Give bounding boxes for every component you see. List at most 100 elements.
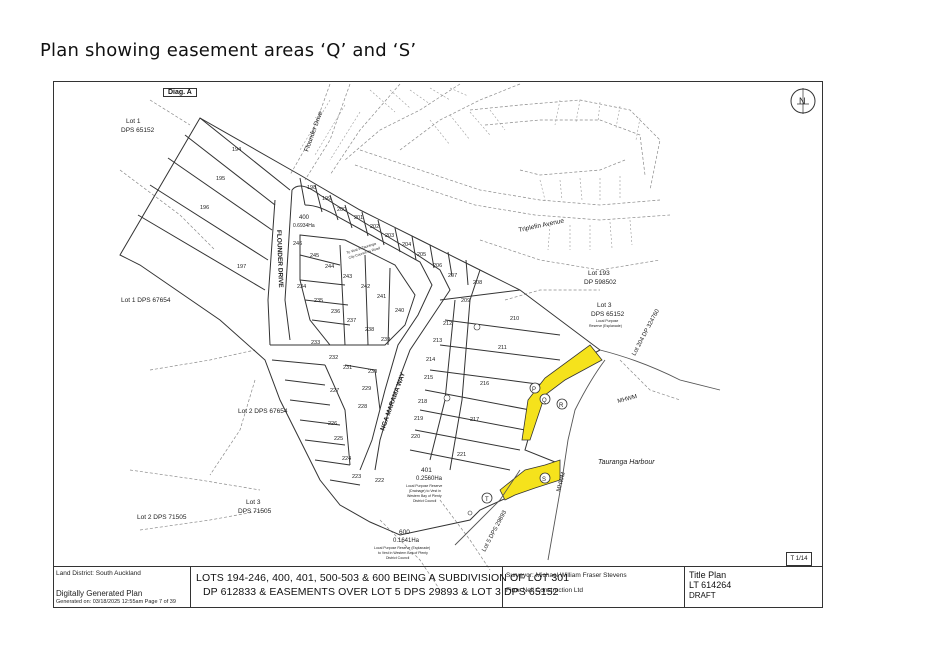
easement-markers — [481, 382, 568, 504]
lot-223: 223 — [352, 474, 361, 480]
plan-frame — [53, 81, 823, 608]
title-block: Land District: South Auckland Digitally … — [53, 566, 823, 608]
flounder-drive-top-label: Flounder Drive — [303, 110, 324, 153]
north-arrow — [790, 88, 816, 114]
flounder-drive-label: FLOUNDER DRIVE — [275, 230, 284, 289]
lot-209: 209 — [461, 298, 470, 304]
lot-225: 225 — [334, 436, 343, 442]
mhwm-label-1: MHWM — [617, 394, 638, 405]
lot3-dps65152-label-2: DPS 65152 — [591, 311, 625, 318]
lot600-label-1: 600 — [399, 529, 410, 536]
lot-197: 197 — [237, 264, 246, 270]
lot-218: 218 — [418, 399, 427, 405]
surveyor-cell: Surveyor: Michael William Fraser Stevens… — [503, 567, 685, 608]
lot-198: 198 — [307, 185, 316, 191]
surveyor: Surveyor: Michael William Fraser Stevens — [506, 572, 627, 579]
lot400-label-1: 400 — [299, 215, 310, 221]
lot401-note-2: (Drainage) to Vest in — [409, 489, 441, 493]
lot-229: 229 — [362, 386, 371, 392]
diagram-label: Diag. A — [163, 88, 197, 97]
mhwm-label-2: MHWM — [556, 472, 567, 493]
marker-t: T — [485, 497, 489, 503]
lot-238: 238 — [365, 327, 374, 333]
lot193-label-2: DP 598502 — [584, 279, 617, 286]
lot-219: 219 — [414, 416, 423, 422]
lot-236: 236 — [331, 309, 340, 315]
lot-231: 231 — [343, 365, 352, 371]
sheet-reference: T 1/14 — [786, 552, 812, 566]
lot600-label-2: 0.1641Ha — [393, 538, 420, 544]
lot-202: 202 — [370, 224, 379, 230]
plan-status: DRAFT — [689, 591, 716, 600]
lot-205: 205 — [417, 252, 426, 258]
lot-207: 207 — [448, 273, 457, 279]
lot-240: 240 — [395, 308, 404, 314]
lot-224: 224 — [342, 456, 351, 462]
boundary-marks — [443, 323, 481, 516]
lot401-label-2: 0.2560Ha — [416, 476, 443, 482]
plan-number-cell: Title Plan LT 614264 DRAFT — [685, 567, 823, 608]
lot-228: 228 — [358, 404, 367, 410]
lot-239: 239 — [381, 337, 390, 343]
lot3-dps71505-label-2: DPS 71505 — [238, 508, 272, 515]
page-heading: Plan showing easement areas ‘Q’ and ‘S’ — [40, 40, 417, 61]
nga-marama-way-label: NGA MARAMA WAY — [379, 371, 407, 432]
lot3-note-1: Local Purpose — [596, 319, 618, 323]
lot-246: 246 — [293, 241, 302, 247]
firm: Firm: Neil Construction Ltd — [506, 587, 583, 594]
lot5-label: Lot 5 DPS 29893 — [481, 509, 508, 553]
generated-title: Digitally Generated Plan — [56, 589, 143, 598]
lot-241: 241 — [377, 294, 386, 300]
lot-217: 217 — [470, 417, 479, 423]
plan-title-cell: LOTS 194-246, 400, 401, 500-503 & 600 BE… — [191, 567, 569, 608]
lot-235: 235 — [314, 298, 323, 304]
lot-226: 226 — [328, 421, 337, 427]
lot-208: 208 — [473, 280, 482, 286]
lot-200: 200 — [337, 207, 346, 213]
lot-211: 211 — [498, 345, 507, 351]
lot-196: 196 — [200, 205, 209, 211]
lot1-dps65152-label-1: Lot 1 — [126, 118, 141, 125]
lot-194: 194 — [232, 147, 241, 153]
lot-244: 244 — [325, 264, 334, 270]
lot-213: 213 — [433, 338, 442, 344]
lot-233: 233 — [311, 340, 320, 346]
lot401-note-3: Western Bay of Plenty — [407, 494, 442, 498]
marker-q: Q — [542, 398, 547, 404]
plan-title-line-2: DP 612833 & EASEMENTS OVER LOT 5 DPS 298… — [203, 586, 559, 598]
lot2-dps67654-label: Lot 2 DPS 67654 — [238, 408, 288, 415]
lot-201: 201 — [354, 215, 363, 221]
easement-area-s — [499, 459, 561, 501]
lot401-note-1: Local Purpose Reserve — [406, 484, 442, 488]
lot-206: 206 — [433, 263, 442, 269]
marker-p: P — [532, 387, 536, 393]
tauranga-harbour-label: Tauranga Harbour — [598, 459, 655, 466]
triplefin-avenue-label: Triplefin Avenue — [518, 217, 565, 234]
lot-numbers: 194 195 196 197 198 199 200 201 202 203 … — [200, 147, 519, 484]
lot-222: 222 — [375, 478, 384, 484]
lot1-dps65152-label-2: DPS 65152 — [121, 127, 155, 134]
lot204-label: Lot 204 DP 324760 — [631, 308, 661, 357]
lot401-label-1: 401 — [421, 467, 432, 474]
lot-195: 195 — [216, 176, 225, 182]
lot-234: 234 — [297, 284, 306, 290]
lot600-note-1: Local Purpose Reserve (Esplanade) — [374, 546, 430, 550]
lot-227: 227 — [330, 388, 339, 394]
marker-r: R — [559, 403, 564, 409]
lot-214: 214 — [426, 357, 435, 363]
north-label: N — [799, 96, 806, 106]
lot600-note-2: to Vest in Western Bay of Plenty — [378, 551, 428, 555]
plan-type: Title Plan — [689, 570, 727, 580]
plan-title-line-1: LOTS 194-246, 400, 401, 500-503 & 600 BE… — [196, 572, 570, 584]
coastline-mhwm — [454, 349, 721, 561]
lot-232: 232 — [329, 355, 338, 361]
lot193-label-1: Lot 193 — [588, 270, 610, 277]
lot-204: 204 — [402, 242, 411, 248]
subdivision-boundary — [119, 117, 601, 536]
generated-on: Generated on: 03/18/2025 12:55am Page 7 … — [56, 599, 176, 605]
lot-215: 215 — [424, 375, 433, 381]
land-district: Land District: South Auckland — [56, 570, 141, 577]
lot-203: 203 — [385, 233, 394, 239]
lot-245: 245 — [310, 253, 319, 259]
lot-242: 242 — [361, 284, 370, 290]
